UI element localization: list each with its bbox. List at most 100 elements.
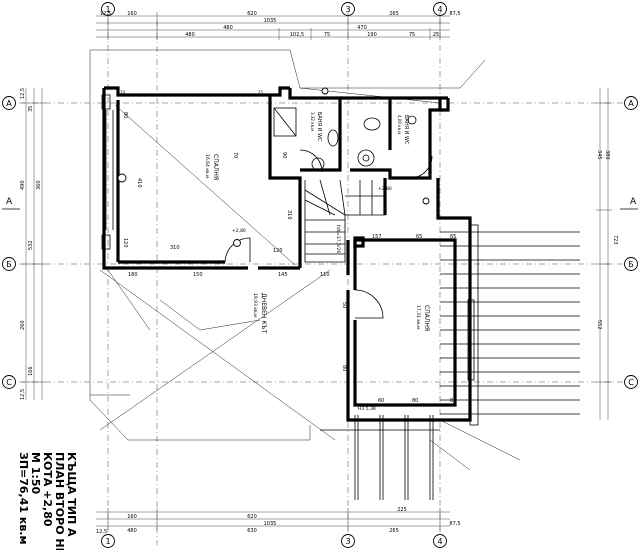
toilet-2-icon bbox=[363, 117, 381, 131]
washbasin-2-icon bbox=[407, 115, 417, 125]
dim-bottom-5: 87,5 bbox=[449, 521, 460, 527]
idim-19: 85 bbox=[450, 398, 456, 404]
interior-dimensions: 410 310 120 180 150 145 110 157 65 65 80… bbox=[120, 90, 456, 404]
room-bedroom2-name: СПАЛНЯ bbox=[423, 305, 430, 331]
title-block: КЪЩА ТИП А ПЛАН ВТОРО НИВО КОТА +2,80 М … bbox=[17, 452, 78, 550]
dim-bottom-3: 620 bbox=[247, 514, 257, 520]
idim-11: 80 bbox=[412, 398, 418, 404]
dim-top-3: 620 bbox=[247, 11, 257, 17]
room-bath1-name: БАНЯ И WC bbox=[316, 112, 322, 142]
bottom-dimensions: 12,5 160 620 225 87,5 1035 480 630 265 bbox=[96, 507, 461, 535]
axis-label-top-4: 4 bbox=[437, 5, 442, 14]
stairs bbox=[304, 179, 386, 263]
idim-1: 410 bbox=[136, 178, 142, 188]
dim-top-row3-1: 480 bbox=[185, 32, 195, 38]
label-ssh: НЗ 5,38 bbox=[358, 406, 376, 412]
axis-bubble-left-b bbox=[2, 257, 16, 271]
dim-top-5: 87,5 bbox=[449, 11, 460, 17]
side-axis-markers: A Б C A Б C A A bbox=[2, 96, 638, 389]
room-bath2-area: 4,00 кв.м bbox=[397, 115, 402, 134]
room-labels: СПАЛНЯ 16,64 кв.м БАНЯ И WC 3,32 кв.м БА… bbox=[204, 112, 430, 334]
title-plan-level: ПЛАН ВТОРО НИВО bbox=[53, 452, 66, 550]
dim-right-3: 723 bbox=[612, 235, 618, 245]
windows bbox=[101, 94, 475, 381]
dim-top-row3-4: 190 bbox=[367, 32, 377, 38]
dim-top-row3-6: 25 bbox=[433, 32, 439, 38]
dim-top-total: 1035 bbox=[264, 18, 277, 24]
dim-top-row2-1: 480 bbox=[223, 25, 233, 31]
dim-right-2: 552 bbox=[596, 320, 602, 330]
dim-left-2: 35 bbox=[28, 106, 34, 112]
axis-label-right-b: Б bbox=[628, 260, 634, 269]
dim-left-7: 166 bbox=[28, 366, 34, 376]
pergola-beams bbox=[429, 224, 580, 471]
title-scale: М 1:50 bbox=[29, 452, 42, 494]
door-bath2 bbox=[409, 155, 433, 179]
dim-bottom-1: 12,5 bbox=[96, 529, 107, 535]
dim-bottom-4: 225 bbox=[397, 507, 407, 513]
label-stair: h/b=17,5/26 bbox=[335, 225, 341, 253]
axis-label-left-a: A bbox=[6, 99, 12, 108]
axis-label-top-1: 1 bbox=[105, 5, 110, 14]
lower-pergola bbox=[320, 415, 440, 500]
idim-20: 60 bbox=[378, 398, 384, 404]
wall-bath2 bbox=[340, 96, 442, 180]
idim-3: 120 bbox=[273, 248, 283, 254]
room-bedroom2-area: 17,31 кв.м bbox=[415, 305, 421, 330]
idim-14: 120 bbox=[122, 238, 128, 248]
axis-bubble-left-c bbox=[2, 375, 16, 389]
title-elevation: КОТА +2,80 bbox=[41, 452, 54, 527]
axis-label-left-c: C bbox=[6, 378, 12, 387]
wall-bedroom1-west bbox=[102, 88, 248, 270]
idim-21: 50 bbox=[341, 302, 347, 308]
window-bedroom2 bbox=[467, 299, 475, 381]
axis-bubble-left-a bbox=[2, 96, 16, 110]
section-mark-right: A bbox=[630, 197, 637, 207]
dim-bottom-row2-3: 265 bbox=[389, 528, 399, 534]
title-area: ЗП=76,41 кв.м bbox=[17, 452, 30, 544]
shower-tray-1 bbox=[273, 107, 297, 137]
room-bedroom1-area: 16,64 кв.м bbox=[204, 154, 210, 179]
axis-label-bottom-1: 1 bbox=[105, 537, 110, 546]
room-bath1-area: 3,32 кв.м bbox=[310, 112, 315, 131]
dim-top-row3-2: 102,5 bbox=[290, 32, 304, 38]
dim-top-row2-2: 470 bbox=[357, 25, 367, 31]
wall-partition-bedroom1-east bbox=[268, 95, 302, 268]
dim-left-6: 260 bbox=[20, 320, 26, 330]
wall-ne-return bbox=[440, 98, 450, 112]
idim-9: 65 bbox=[416, 234, 422, 240]
axis-bubble-bottom-3 bbox=[341, 534, 355, 548]
top-axis-markers: 1 3 4 1 3 4 bbox=[101, 2, 447, 548]
room-bedroom1-name: СПАЛНЯ bbox=[212, 154, 219, 180]
axis-label-bottom-4: 4 bbox=[437, 537, 442, 546]
idim-8: 157 bbox=[372, 234, 382, 240]
dim-top-2: 160 bbox=[127, 11, 137, 17]
walls bbox=[102, 86, 472, 422]
idim-4: 180 bbox=[128, 272, 138, 278]
room-living-name: ДНЕВЕН КЪТ bbox=[260, 293, 267, 334]
dim-left-5: 532 bbox=[28, 240, 34, 250]
axis-label-right-a: A bbox=[628, 99, 634, 108]
section-mark-left: A bbox=[6, 197, 13, 207]
axis-grid bbox=[6, 6, 632, 545]
axis-bubble-right-a bbox=[624, 96, 638, 110]
axis-bubble-right-b bbox=[624, 257, 638, 271]
dim-bottom-row2-1: 480 bbox=[127, 528, 137, 534]
dim-bottom-row2-2: 630 bbox=[247, 528, 257, 534]
wall-bedroom2-inner bbox=[353, 238, 457, 407]
misc-labels: НЗ 5,38 +2,80 +2,80 h/b=17,5/26 bbox=[117, 87, 430, 412]
window-marker-icon bbox=[117, 173, 127, 183]
dim-bottom-2: 160 bbox=[127, 514, 137, 520]
axis-bubble-bottom-4 bbox=[433, 534, 447, 548]
idim-16: 25 bbox=[258, 90, 264, 95]
bath-fixtures bbox=[273, 107, 417, 171]
wall-bedroom1-north bbox=[104, 86, 290, 97]
door-marker-icon bbox=[233, 239, 241, 247]
axis-bubble-right-c bbox=[624, 375, 638, 389]
window-w2 bbox=[101, 234, 111, 250]
top-dimensions: 12,5 160 620 265 87,5 1035 480 470 480 1… bbox=[96, 11, 461, 40]
dim-left-4: 360 bbox=[36, 180, 42, 190]
dim-bottom-total: 1035 bbox=[264, 521, 277, 527]
idim-22: 80 bbox=[341, 365, 347, 371]
